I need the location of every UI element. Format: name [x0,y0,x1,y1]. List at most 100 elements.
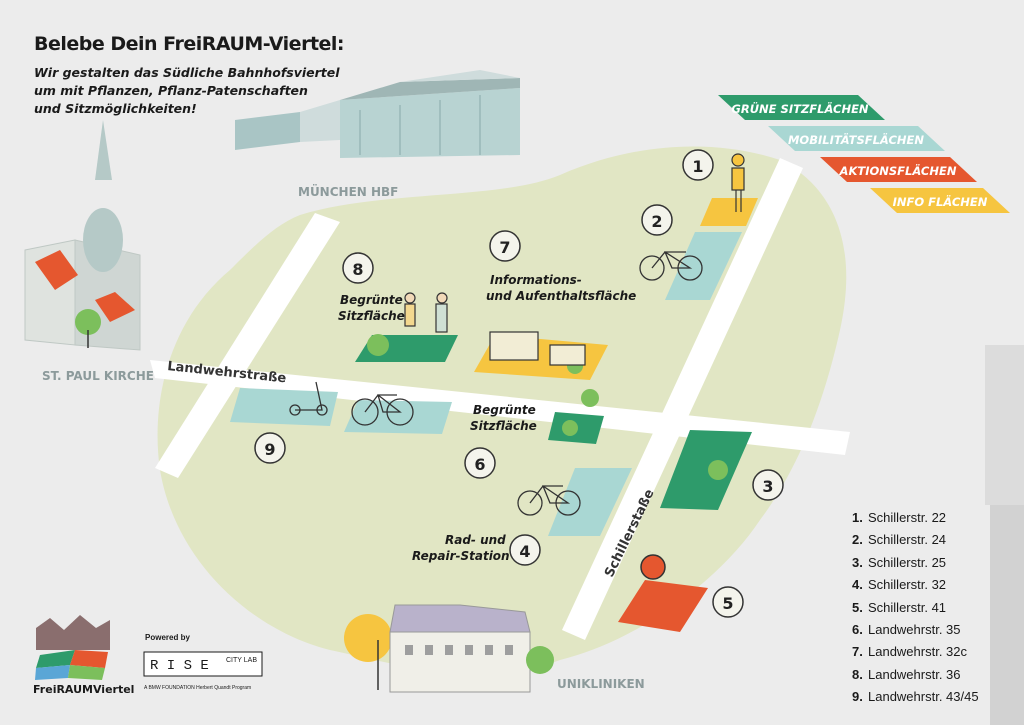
location-address: Landwehrstr. 43/45 [868,689,979,705]
landmark-church: ST. PAUL KIRCHE [42,369,154,383]
marker-2[interactable]: 2 [641,204,673,236]
location-address: Schillerstr. 22 [868,510,947,525]
subtitle-line-2: um mit Pflanzen, Pflanz-Patenschaften [34,83,308,98]
hbf-building [235,70,520,158]
freiraum-logo-text: FreiRAUMViertel [33,683,134,696]
category-label-action: AKTIONSFLÄCHEN [839,163,957,178]
bike-icon [517,485,581,516]
area-4-mobility[interactable] [548,468,632,536]
marker-4[interactable]: 4 [509,534,541,566]
plant-icon [367,334,389,356]
area-3-green[interactable] [660,430,752,510]
location-item: 9. Landwehrstr. 43/45 [852,689,979,711]
marker-5[interactable]: 5 [712,586,744,618]
location-item: 1. Schillerstr. 22 [852,510,979,532]
page-title: Belebe Dein FreiRAUM-Viertel: [34,33,345,55]
label-4-line1: Rad- und [445,533,506,547]
area-1-info[interactable] [700,198,758,226]
marker-7[interactable]: 7 [489,230,521,262]
area-2-mobility[interactable] [665,232,742,300]
location-number: 5. [852,599,863,615]
location-number: 1. [852,510,863,525]
schillerstrasse-road [562,158,803,640]
plant-icon [581,389,599,407]
side-street-road [155,213,340,478]
label-8-line1: Begrünte [340,293,403,307]
football-icon [640,554,666,580]
location-address: Landwehrstr. 35 [868,621,961,637]
marker-3-label: 3 [762,477,773,496]
location-item: 5. Schillerstr. 41 [852,600,979,622]
citylab-text: CITY LAB [226,657,257,664]
foundation-text: A BMW FOUNDATION Herbert Quandt Program [144,685,251,691]
location-number: 7. [852,644,863,660]
label-6-line1: Begrünte [473,403,536,417]
category-banner-info: INFO FLÄCHEN [870,188,1010,213]
location-number: 9. [852,689,863,705]
marker-4-label: 4 [519,542,530,561]
freiraum-logo: FreiRAUMViertel [33,615,134,696]
rise-text: R I S E [150,658,209,674]
person-icon [731,153,745,212]
location-item: 4.Schillerstr. 32 [852,577,979,599]
subtitle-line-3: und Sitzmöglichkeiten! [34,101,197,116]
location-address: Landwehrstr. 32c [868,644,968,660]
area-5-action[interactable] [618,580,708,632]
marker-9-label: 9 [264,440,275,459]
person-icon [404,292,416,327]
marker-7-label: 7 [499,238,510,257]
location-number: 3. [852,554,863,570]
marker-8[interactable]: 8 [342,252,374,284]
marker-9[interactable]: 9 [254,432,286,464]
area-9-mobility-right[interactable] [344,400,452,434]
marker-1[interactable]: 1 [682,149,714,181]
location-address: Schillerstr. 24 [868,532,947,548]
location-number: 6. [852,621,863,637]
powered-by-text: Powered by [145,633,190,642]
marker-3[interactable]: 3 [752,469,784,501]
location-list: 1. Schillerstr. 22 2. Schillerstr. 24 3. Sc… [852,510,979,712]
label-6-line2: Sitzfläche [470,419,537,433]
location-address: Schillerstr. 25 [868,554,947,570]
location-item: 7. Landwehrstr. 32c [852,644,979,666]
marker-1-label: 1 [692,157,703,176]
marker-2-label: 2 [651,212,662,231]
church-building [24,120,141,351]
category-banner-action: AKTIONSFLÄCHEN [820,157,977,182]
subtitle-line-1: Wir gestalten das Südliche Bahnhofsviert… [34,65,340,80]
rise-logo: Powered by R I S E CITY LAB A BMW FOUNDA… [143,633,263,691]
category-label-mobility: MOBILITÄTSFLÄCHEN [788,132,924,147]
location-item: 3. Schillerstr. 25 [852,555,979,577]
category-label-green: GRÜNE SITZFLÄCHEN [731,101,869,116]
bike-icon [351,394,414,426]
edge-band-2 [990,505,1024,725]
location-number: 8. [852,666,863,682]
category-label-info: INFO FLÄCHEN [893,194,988,209]
location-address: Landwehrstr. 36 [868,666,961,682]
landmark-hbf: MÜNCHEN HBF [298,184,398,199]
page-subtitle: Wir gestalten das Südliche Bahnhofsviert… [34,64,340,118]
scooter-icon [289,381,328,416]
marker-5-label: 5 [722,594,733,613]
label-7-line2: und Aufenthaltsfläche [486,289,636,303]
label-7-line1: Informations- [490,273,582,287]
uniklinik-building [344,604,554,693]
bike-icon [639,251,703,281]
area-9-mobility-left[interactable] [230,388,338,426]
marker-8-label: 8 [352,260,363,279]
plant-icon [562,420,578,436]
location-item: 8. Landwehrstr. 36 [852,667,979,689]
bench-icon [489,331,586,366]
location-address: Schillerstr. 41 [868,599,947,615]
location-item: 2. Schillerstr. 24 [852,532,979,554]
label-4-line2: Repair-Station [412,549,510,563]
marker-6-label: 6 [474,455,485,474]
location-number: 2. [852,532,863,548]
category-banner-mobility: MOBILITÄTSFLÄCHEN [768,126,945,151]
category-banner-green: GRÜNE SITZFLÄCHEN [718,95,885,120]
label-8-line2: Sitzfläche [338,309,405,323]
marker-6[interactable]: 6 [464,447,496,479]
edge-band-1 [985,345,1024,505]
location-address: Schillerstr. 32 [868,577,947,593]
